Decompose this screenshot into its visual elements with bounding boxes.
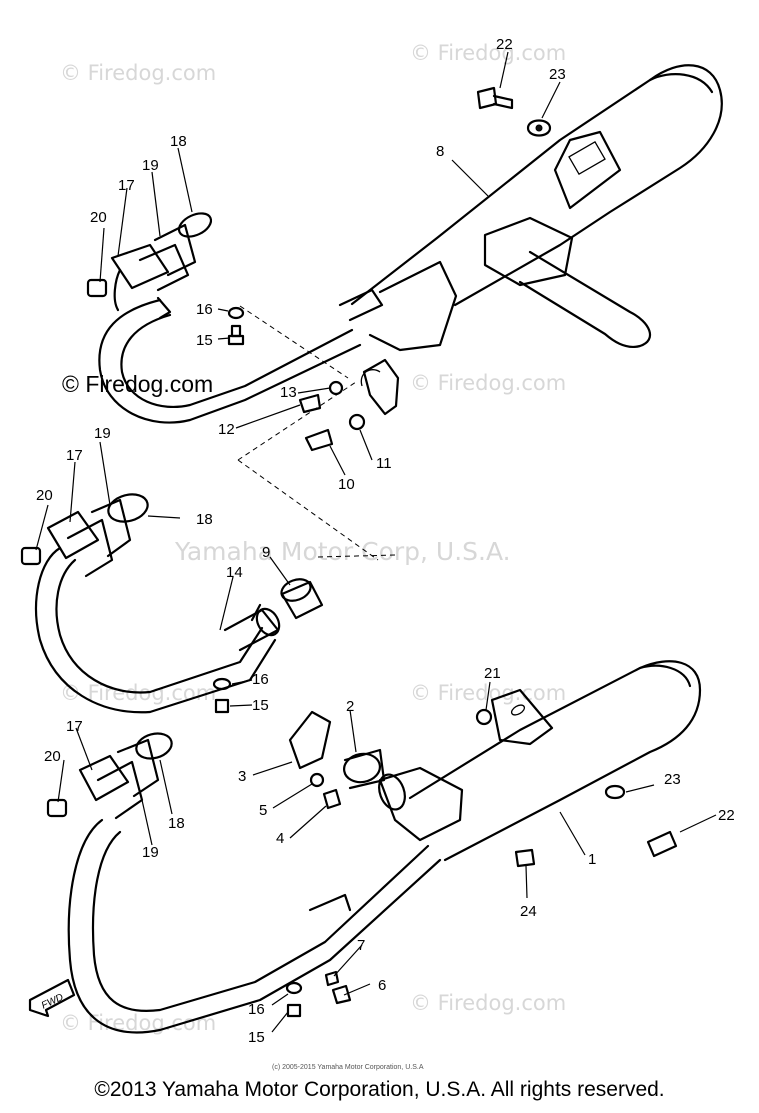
callout-12: 12 [218, 421, 235, 438]
watermark-firedog: © Firedog.com [410, 41, 566, 65]
gasket-9 [280, 578, 324, 620]
copyright-footer: ©2013 Yamaha Motor Corporation, U.S.A. A… [94, 1078, 665, 1101]
callout-15: 15 [196, 332, 213, 349]
callout-13: 13 [280, 384, 297, 401]
watermark-firedog: © Firedog.com [410, 991, 566, 1015]
watermark-yamaha: Yamaha Motor Corp, U.S.A. [174, 537, 511, 566]
callout-2: 2 [346, 698, 354, 715]
exhaust-pipe-top [98, 268, 362, 424]
callout-24: 24 [520, 903, 537, 920]
callout-3: 3 [238, 768, 246, 785]
fwd-label: FWD [40, 992, 65, 1012]
callout-23: 23 [549, 66, 566, 83]
small-hardware-top [227, 306, 245, 346]
callout-17: 17 [118, 177, 135, 194]
callout-19b: 19 [94, 425, 111, 442]
callout-15c: 15 [248, 1029, 265, 1046]
callout-7: 7 [357, 937, 365, 954]
flange-set-middle [20, 493, 149, 578]
callout-22: 22 [496, 36, 513, 53]
muffler-bottom [378, 660, 702, 862]
callout-19: 19 [142, 157, 159, 174]
exhaust-pipe-bottom [67, 818, 442, 1034]
callout-21: 21 [484, 665, 501, 682]
watermark-firedog: © Firedog.com [60, 1011, 216, 1035]
small-hardware-bottom [285, 708, 678, 1018]
muffler-top [338, 64, 723, 352]
callout-18c: 18 [168, 815, 185, 832]
callout-1: 1 [588, 851, 596, 868]
fine-print: (c) 2005-2015 Yamaha Motor Corporation, … [272, 1064, 424, 1071]
small-hardware-top-right [476, 86, 552, 137]
callout-6: 6 [378, 977, 386, 994]
assembly-guides [237, 305, 396, 561]
callout-22b: 22 [718, 807, 735, 824]
callout-20: 20 [90, 209, 107, 226]
small-hardware-middle [212, 677, 232, 714]
callout-4: 4 [276, 830, 284, 847]
callout-5: 5 [259, 802, 267, 819]
callout-23b: 23 [664, 771, 681, 788]
callout-9: 9 [262, 544, 270, 561]
callout-15b: 15 [252, 697, 269, 714]
watermark-layer: © Firedog.com © Firedog.com © Firedog.co… [60, 41, 566, 1035]
flange-set-top [86, 212, 213, 320]
callout-16c: 16 [248, 1001, 265, 1018]
clamp-top [298, 358, 400, 452]
callout-16b: 16 [252, 671, 269, 688]
callout-labels: 22 23 8 18 19 17 20 16 15 13 12 11 10 19… [36, 36, 735, 1046]
leader-lines [35, 51, 717, 1033]
callout-18: 18 [170, 133, 187, 150]
callout-10: 10 [338, 476, 355, 493]
watermark-firedog: © Firedog.com [410, 371, 566, 395]
flange-set-bottom [46, 732, 173, 820]
callout-18b: 18 [196, 511, 213, 528]
callout-16: 16 [196, 301, 213, 318]
watermark-firedog-dark: © Firedog.com [62, 371, 213, 397]
exhaust-pipe-middle [34, 546, 281, 714]
callout-11: 11 [376, 455, 392, 472]
callout-8: 8 [436, 143, 444, 160]
watermark-firedog: © Firedog.com [60, 61, 216, 85]
callout-19c: 19 [142, 844, 159, 861]
clamp-bottom [288, 710, 386, 810]
callout-20c: 20 [44, 748, 61, 765]
callout-17c: 17 [66, 718, 83, 735]
callout-14: 14 [226, 564, 243, 581]
callout-20b: 20 [36, 487, 53, 504]
callout-17b: 17 [66, 447, 83, 464]
